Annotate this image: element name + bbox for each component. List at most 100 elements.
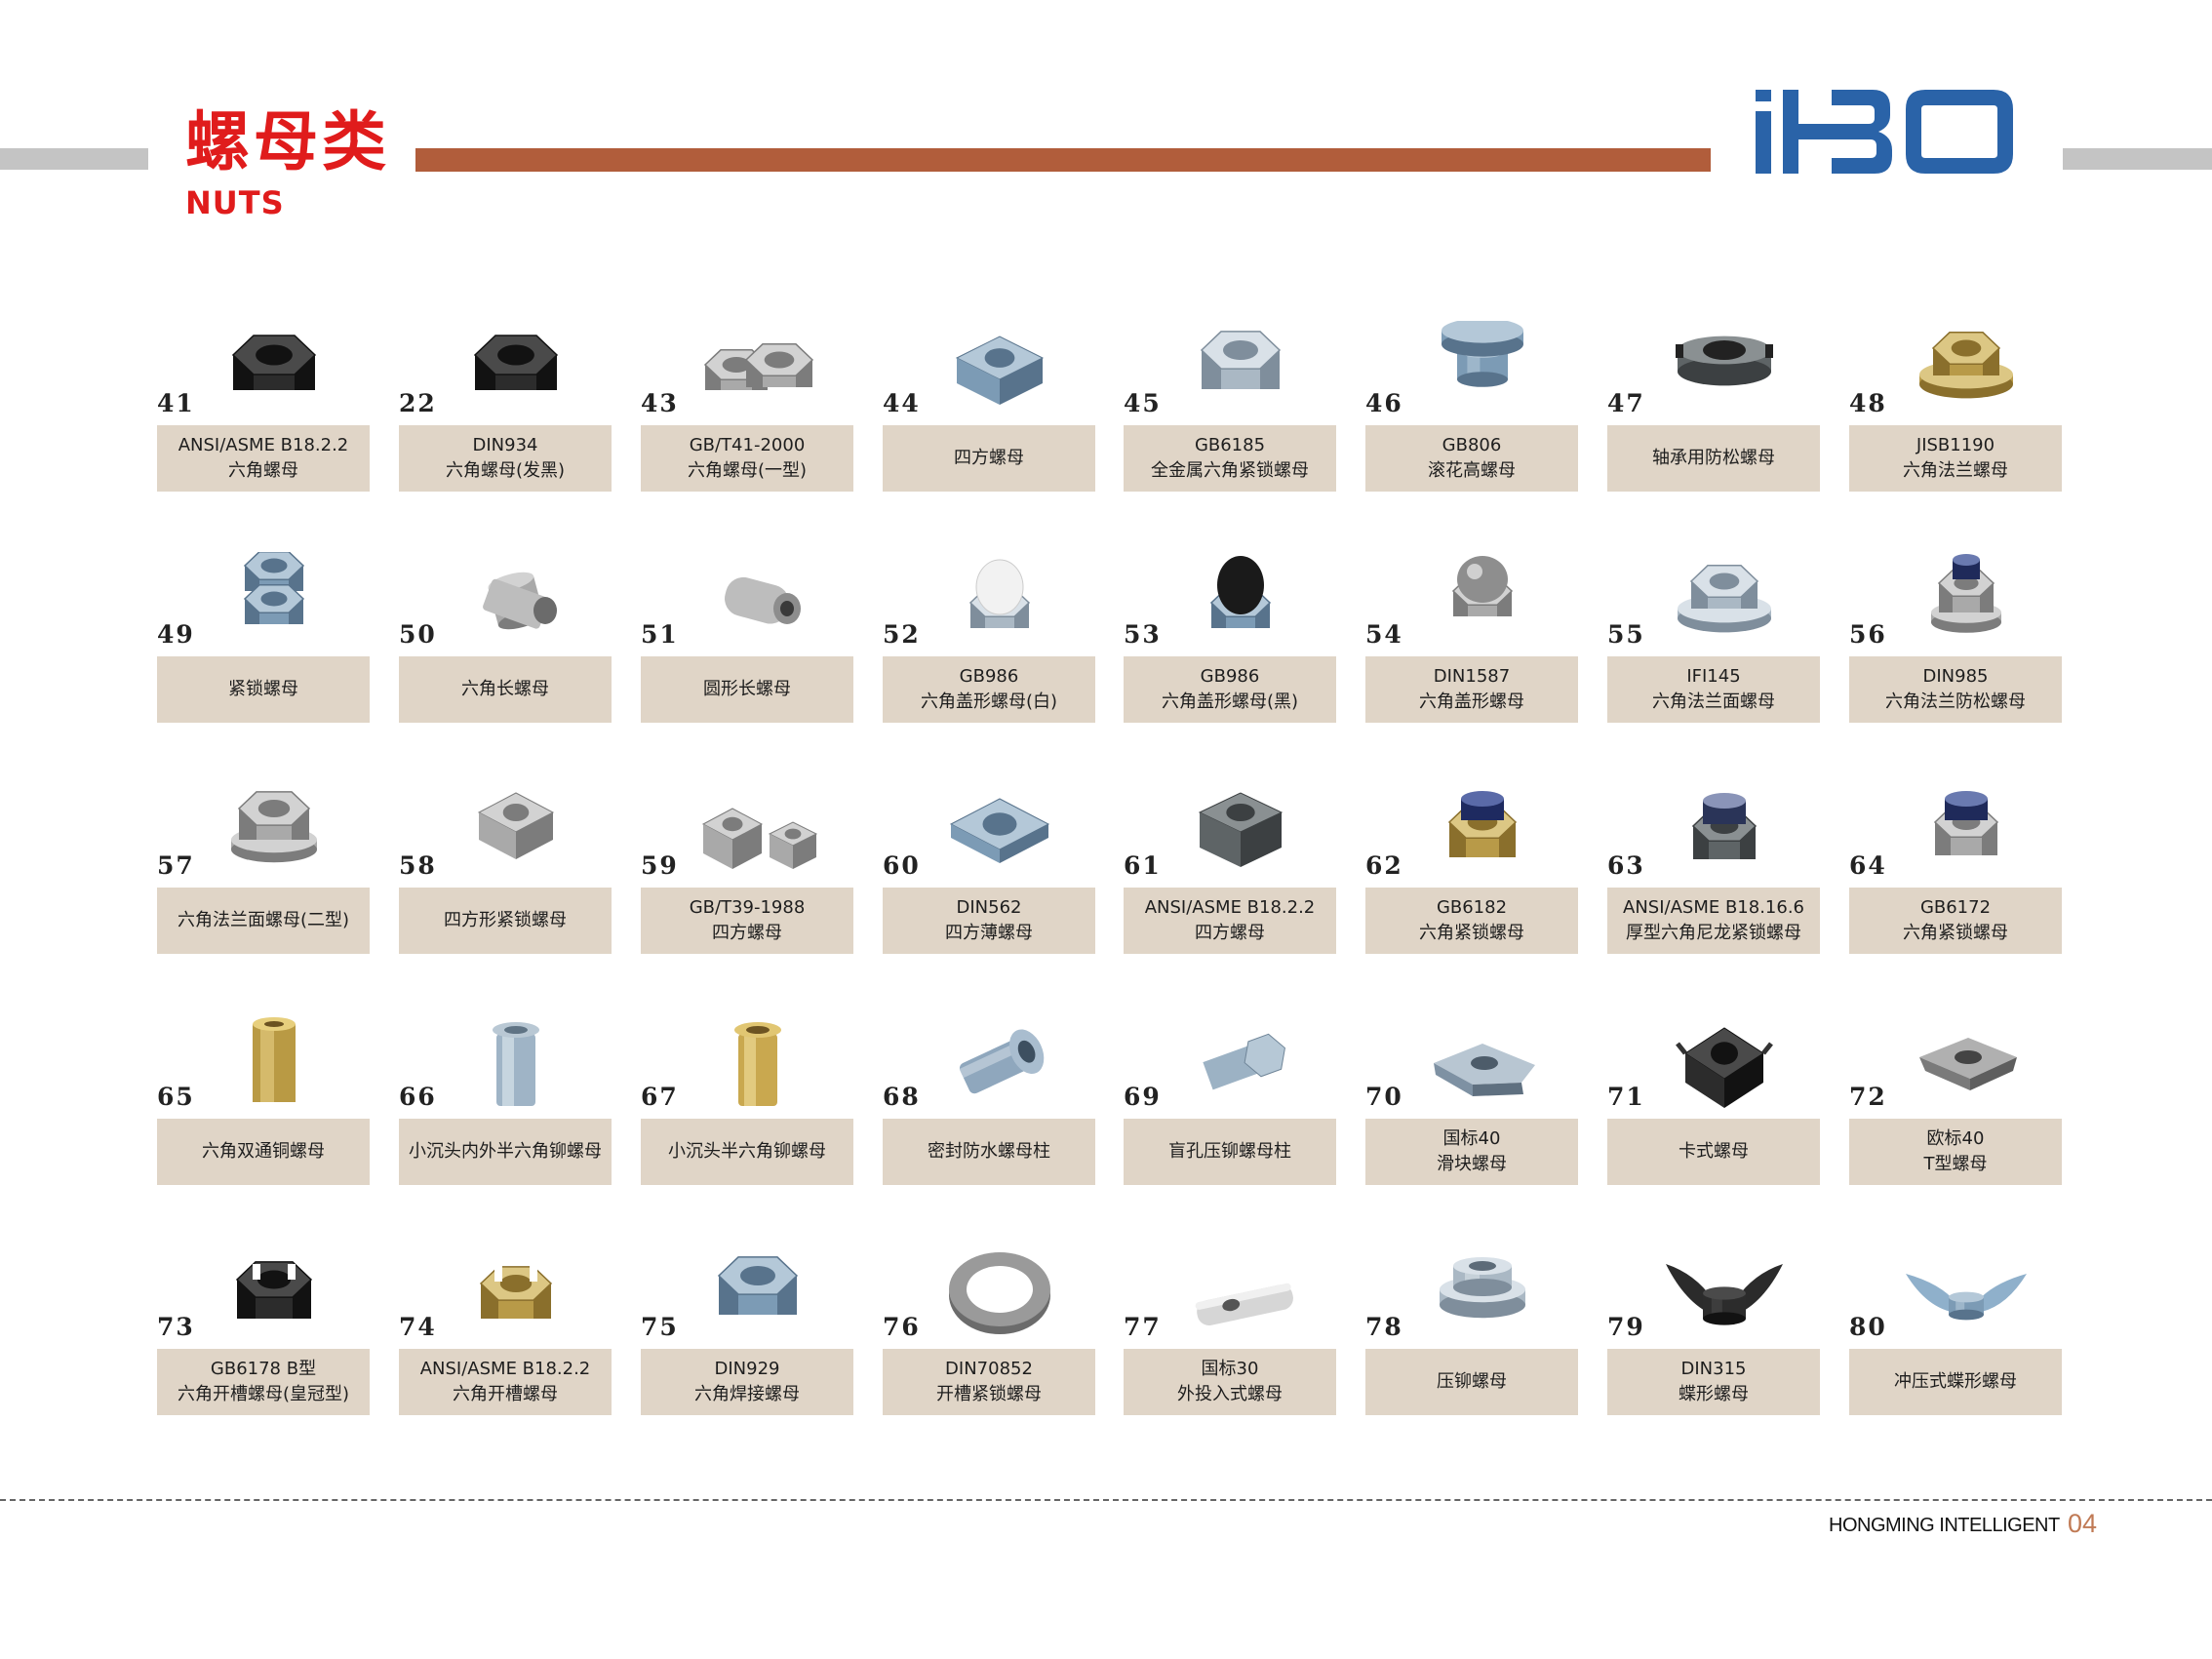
- product-label: DIN929 六角焊接螺母: [641, 1349, 853, 1415]
- product-label: 四方螺母: [883, 425, 1095, 492]
- product-number: 50: [399, 620, 437, 649]
- product-number: 72: [1849, 1083, 1887, 1111]
- product-label-line1: 卡式螺母: [1679, 1141, 1749, 1162]
- product-number: 60: [883, 851, 921, 880]
- product-label-line2: T型螺母: [1923, 1154, 1988, 1174]
- knurled-nut-icon: [1442, 321, 1523, 387]
- product-number: 80: [1849, 1313, 1887, 1341]
- hex-nut-pair-icon: [703, 343, 814, 390]
- product-number: 73: [157, 1313, 195, 1341]
- product-label: 圆形长螺母: [641, 656, 853, 723]
- product-label: 盲孔压铆螺母柱: [1124, 1119, 1336, 1185]
- product-label-line1: DIN929: [714, 1359, 780, 1379]
- product-label: DIN1587 六角盖形螺母: [1365, 656, 1578, 723]
- product-label-line1: 冲压式蝶形螺母: [1894, 1371, 2017, 1392]
- product-label-line1: 六角双通铜螺母: [202, 1141, 325, 1162]
- cage-nut-icon: [1676, 1027, 1773, 1108]
- product-number: 48: [1849, 389, 1887, 417]
- product-label-line1: GB/T41-2000: [689, 435, 806, 455]
- product-number: 63: [1607, 851, 1645, 880]
- product-label-line2: 六角开槽螺母: [453, 1384, 558, 1404]
- product-number: 61: [1124, 851, 1162, 880]
- product-label: 压铆螺母: [1365, 1349, 1578, 1415]
- product-number: 43: [641, 389, 679, 417]
- product-card: 58 四方形紧锁螺母: [399, 783, 612, 954]
- product-label-line2: 六角法兰防松螺母: [1885, 691, 2026, 712]
- hex-nut-black-icon: [231, 335, 317, 390]
- product-number: 67: [641, 1083, 679, 1111]
- product-label-line2: 六角开槽螺母(皇冠型): [177, 1384, 350, 1404]
- product-label-line2: 六角盖形螺母(白): [920, 691, 1058, 712]
- product-label-line1: GB986: [1200, 666, 1260, 687]
- product-label-line2: 六角焊接螺母: [694, 1384, 800, 1404]
- product-label-line1: 轴承用防松螺母: [1652, 448, 1775, 468]
- product-number: 54: [1365, 620, 1403, 649]
- product-label-line1: 紧锁螺母: [228, 679, 298, 699]
- stamped-wing-nut-icon: [1906, 1274, 2027, 1321]
- product-label-line1: DIN562: [956, 897, 1022, 918]
- product-number: 64: [1849, 851, 1887, 880]
- round-coupling-nut-icon: [725, 576, 801, 624]
- product-number: 49: [157, 620, 195, 649]
- product-label-line2: 六角螺母: [228, 460, 298, 481]
- product-label-line2: 开槽紧锁螺母: [936, 1384, 1042, 1404]
- product-number: 41: [157, 389, 195, 417]
- product-label-line2: 蝶形螺母: [1679, 1384, 1749, 1404]
- product-label-line1: IFI145: [1686, 666, 1741, 687]
- nylon-lock-nut-thick-icon: [1691, 793, 1758, 859]
- product-label-line1: ANSI/ASME B18.16.6: [1623, 897, 1804, 918]
- product-label-line2: 外投入式螺母: [1177, 1384, 1283, 1404]
- product-label-line1: 六角长螺母: [461, 679, 549, 699]
- product-label: 紧锁螺母: [157, 656, 370, 723]
- drop-in-nut-icon: [1195, 1283, 1293, 1325]
- brass-standoff-icon: [253, 1017, 296, 1102]
- product-label: DIN985 六角法兰防松螺母: [1849, 656, 2062, 723]
- product-label-line1: DIN1587: [1433, 666, 1511, 687]
- cap-nut-white-icon: [968, 559, 1031, 628]
- product-number: 71: [1607, 1083, 1645, 1111]
- product-label-line2: 滑块螺母: [1437, 1154, 1507, 1174]
- product-label-line1: 压铆螺母: [1437, 1371, 1507, 1392]
- product-label: 四方形紧锁螺母: [399, 888, 612, 954]
- footer-company: HONGMING INTELLIGENT: [1829, 1515, 2060, 1536]
- product-number: 58: [399, 851, 437, 880]
- product-number: 76: [883, 1313, 921, 1341]
- footer-divider: [0, 1499, 2212, 1501]
- product-label-line1: 小沉头半六角铆螺母: [668, 1141, 826, 1162]
- thin-square-nut-icon: [949, 798, 1050, 863]
- product-number: 70: [1365, 1083, 1403, 1111]
- hbo-logo: [1756, 90, 2013, 174]
- product-label: 六角法兰面螺母(二型): [157, 888, 370, 954]
- product-label: 轴承用防松螺母: [1607, 425, 1820, 492]
- sealed-nut-icon: [959, 1029, 1045, 1094]
- weld-nut-icon: [717, 1256, 799, 1315]
- product-label-line1: DIN985: [1922, 666, 1989, 687]
- square-nut-dark-icon: [1198, 792, 1284, 867]
- product-label-line2: 六角盖形螺母: [1419, 691, 1524, 712]
- t-slot-nut-icon: [1919, 1038, 2017, 1090]
